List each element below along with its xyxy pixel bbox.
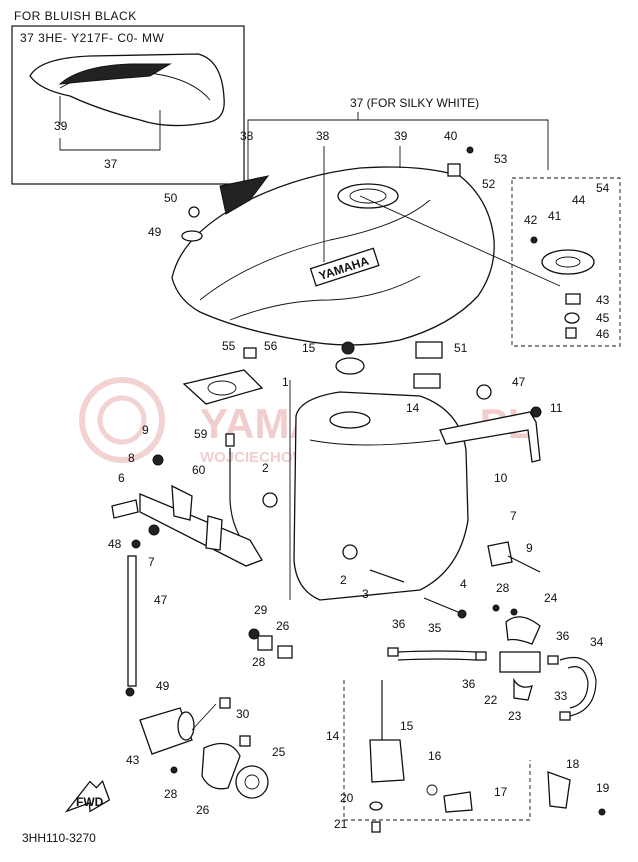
callout-19: 18 [566,757,580,771]
callout-17: 16 [428,749,442,763]
callout-11: 10 [494,471,508,485]
callout-23: 22 [484,693,498,707]
callout-3: 3 [362,587,369,601]
callout-40: 40 [444,129,458,143]
callout-49: 49 [156,679,170,693]
callout-22: 21 [334,817,348,831]
forward-arrow-icon: FWD [64,779,111,813]
fuel-tank-shell: YAMAHA [171,166,495,346]
inset-title: FOR BLUISH BLACK [14,9,137,23]
callout-7: 8 [128,451,135,465]
callout-4: 4 [460,577,467,591]
callout-21: 20 [340,791,354,805]
callout-13: 14 [406,401,420,415]
callout-38: 38 [240,129,254,143]
callout-52: 51 [454,341,468,355]
callout-50: 49 [148,225,162,239]
callout-35: 33 [554,689,568,703]
callout-31: 29 [254,603,268,617]
callout-5: 6 [118,471,125,485]
callout-36: 36 [392,617,406,631]
callout-54: 52 [482,177,496,191]
callout-12: 11 [550,401,563,415]
callout-56: 54 [596,181,610,195]
callout-49: 48 [108,537,122,551]
callout-25: 24 [544,591,558,605]
callout-53: 47 [512,375,526,389]
callout-10: 9 [526,541,533,555]
fwd-label: FWD [76,795,104,809]
callout-26: 25 [272,745,286,759]
callout-41: 41 [548,209,562,223]
inset-bluish-black: FOR BLUISH BLACK 37 3HE- Y217F- C0- MW 3… [11,9,245,185]
callout-46: 46 [596,327,610,341]
callout-9: 7 [510,509,517,523]
callout-33: 34 [590,635,604,649]
callout-28: 28 [164,787,178,801]
callout-44: 44 [572,193,586,207]
callout-36: 36 [462,677,476,691]
callout-8: 9 [142,423,149,437]
callout-29: 26 [276,619,290,633]
drawing-number: 3HH110-3270 [22,831,96,845]
callout-36: 36 [556,629,570,643]
callout-2: 2 [262,461,269,475]
callout-24: 23 [508,709,522,723]
callout-18: 17 [494,785,508,799]
callout-27: 26 [196,803,210,817]
callout-39: 39 [394,129,408,143]
callout-30: 28 [252,655,266,669]
callout-6: 7 [148,555,155,569]
callout-48: 47 [154,593,168,607]
callout-42: 42 [524,213,538,227]
inset-part-code: 37 3HE- Y217F- C0- MW [20,31,164,45]
callout-57: 55 [222,339,236,353]
silky-white-note: 37 (FOR SILKY WHITE) [350,96,479,110]
inner-fuel-tank [289,380,469,601]
callout-34: 35 [428,621,442,635]
callout-51: 50 [164,191,178,205]
callout-38: 38 [316,129,330,143]
callout-14: 15 [302,341,316,355]
callout-32: 30 [236,707,250,721]
callout-16: 15 [400,719,414,733]
callout-15: 14 [326,729,340,743]
callout-58: 56 [264,339,278,353]
callout-45: 45 [596,311,610,325]
callout-47: 43 [126,753,140,767]
inset-label-39: 39 [54,119,68,133]
callout-2: 2 [340,573,347,587]
callout-1: 1 [282,375,289,389]
callout-55: 53 [494,152,508,166]
callout-43: 43 [596,293,610,307]
callout-60: 60 [192,463,206,477]
inset-label-37: 37 [104,157,118,171]
callout-20: 19 [596,781,610,795]
callout-59: 59 [194,427,208,441]
callout-28: 28 [496,581,510,595]
